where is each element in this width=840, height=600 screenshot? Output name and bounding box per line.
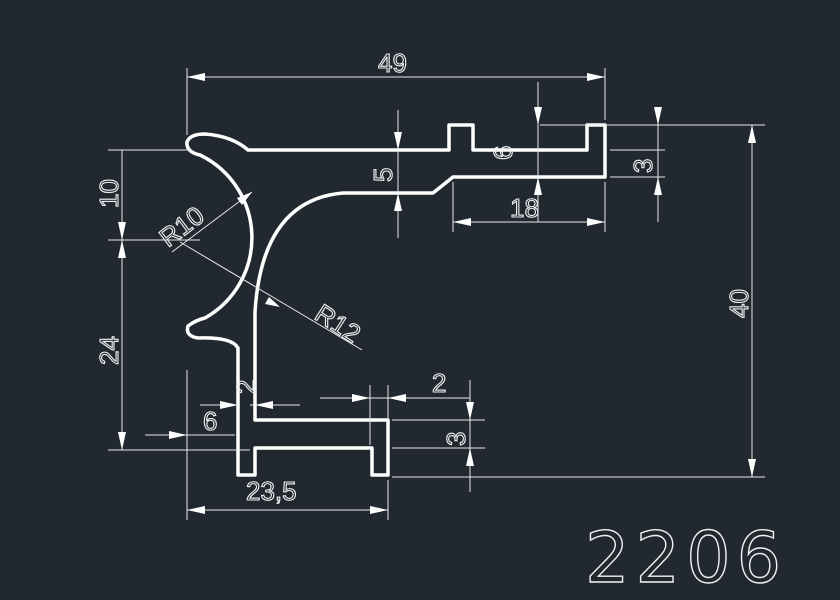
dim-slot-depth: 6 xyxy=(488,146,518,160)
dim-lower-height: 24 xyxy=(94,336,124,365)
dim-left-offset: 6 xyxy=(203,406,217,436)
dim-bottom-width: 23,5 xyxy=(246,476,297,506)
dim-right-tab: 3 xyxy=(628,159,658,173)
dimension-arrows xyxy=(118,73,756,514)
dim-overall-width: 49 xyxy=(378,48,407,78)
dim-wall-thickness: 2 xyxy=(231,380,261,394)
dim-bottom-tab: 3 xyxy=(441,432,471,446)
dim-bottom-wall: 2 xyxy=(432,368,446,398)
part-number: 2206 xyxy=(585,517,787,599)
dim-radius-outer: R10 xyxy=(154,200,210,253)
profile-outline xyxy=(185,123,607,477)
dim-step-height: 5 xyxy=(368,168,398,182)
dim-overall-height: 40 xyxy=(724,289,754,318)
dimension-lines xyxy=(108,68,765,520)
dim-radius-inner: R12 xyxy=(310,298,366,349)
dim-right-width: 18 xyxy=(510,193,539,223)
dim-top-offset: 10 xyxy=(94,179,124,208)
